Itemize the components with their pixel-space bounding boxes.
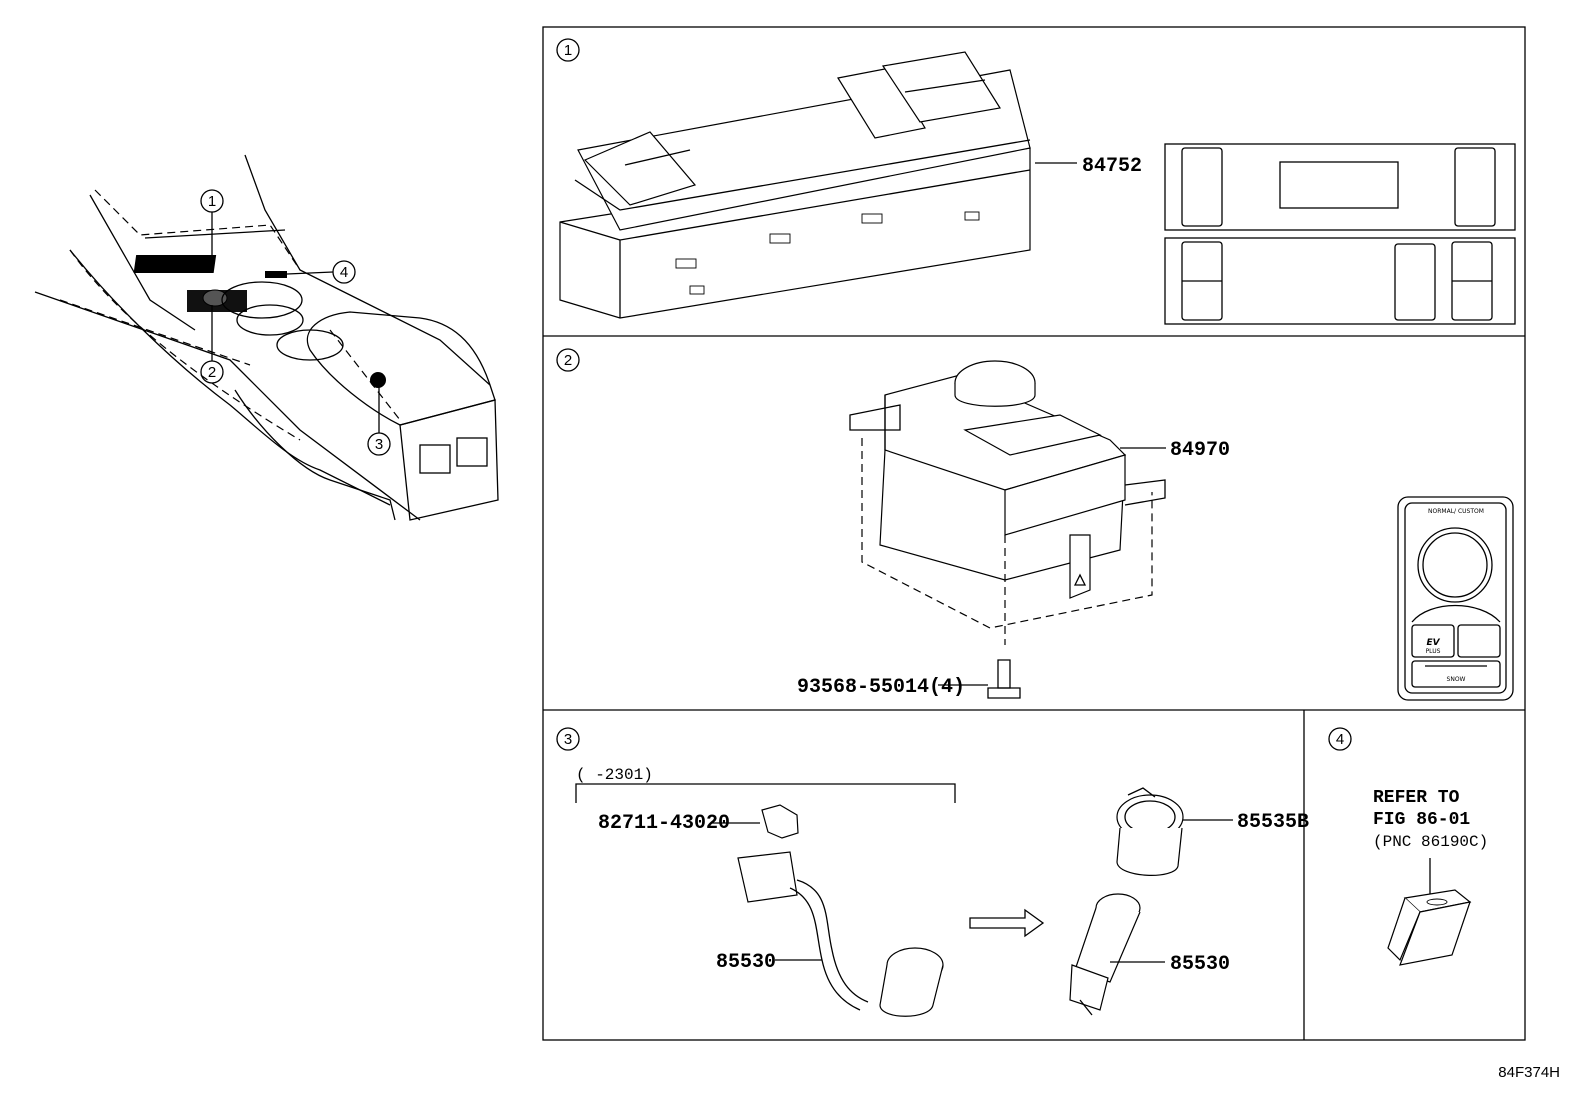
part-85535B: 85535B [1237, 811, 1309, 834]
panel-1: 1 84752 [556, 38, 1516, 325]
figure-id: 84F374H [1498, 1064, 1560, 1081]
svg-text:4: 4 [1336, 731, 1344, 748]
refer-pnc-label: (PNC 86190C) [1373, 833, 1488, 851]
ev-label: EV [1426, 638, 1440, 648]
switch-front-view-top [1164, 143, 1516, 231]
svg-text:3: 3 [564, 731, 572, 748]
svg-text:3: 3 [375, 436, 383, 453]
snow-label: SNOW [1447, 676, 1466, 683]
panel-2-callout [556, 348, 580, 372]
arrow-icon [969, 908, 1045, 938]
console-overview: 1 2 3 4 [34, 154, 499, 521]
part-84752: 84752 [1082, 155, 1142, 178]
overview-callout-4: 4 [286, 260, 356, 284]
part-93568-55014: 93568-55014(4) [797, 676, 965, 699]
panel-3: 3 ( -2301) 82711-43020 85530 85535B [556, 727, 1309, 1017]
refer-to-label: REFER TO [1373, 788, 1460, 808]
panel-frames [542, 26, 1526, 1041]
panel-2: 2 84970 93568-55014(4) NORMA [556, 348, 1514, 701]
panel-4: 4 REFER TO FIG 86-01 (PNC 86190C) [1328, 727, 1488, 966]
panel-3-callout [556, 727, 580, 751]
svg-text:2: 2 [564, 352, 572, 369]
normal-custom-label: NORMAL/ CUSTOM [1428, 508, 1484, 515]
svg-text:2: 2 [208, 364, 216, 381]
refer-fig-label: FIG 86-01 [1373, 810, 1470, 830]
switch-front-view-bottom [1164, 237, 1516, 325]
drive-mode-panel-front: NORMAL/ CUSTOM EV PLUS SNOW [1397, 496, 1514, 701]
usb-port-drawing [1387, 889, 1472, 966]
svg-text:1: 1 [208, 193, 216, 210]
panel-4-callout [1328, 727, 1352, 751]
part-85530-left: 85530 [716, 951, 776, 974]
svg-text:4: 4 [340, 264, 348, 281]
socket-cover-drawing [1116, 787, 1184, 876]
svg-text:1: 1 [564, 42, 572, 59]
part-85530-right: 85530 [1170, 953, 1230, 976]
overview-callout-1: 1 [200, 189, 224, 258]
ev-plus-label: PLUS [1426, 648, 1441, 655]
panel-1-callout [556, 38, 580, 62]
date-range-label: ( -2301) [576, 766, 653, 784]
overview-callout-2: 2 [200, 305, 224, 384]
overview-callout-3: 3 [367, 386, 391, 456]
drive-mode-switch-drawing [849, 360, 1166, 699]
part-84970: 84970 [1170, 439, 1230, 462]
part-82711-43020: 82711-43020 [598, 812, 730, 835]
socket-drawing-right [1069, 893, 1141, 1016]
seat-heater-switch-drawing [559, 51, 1031, 319]
